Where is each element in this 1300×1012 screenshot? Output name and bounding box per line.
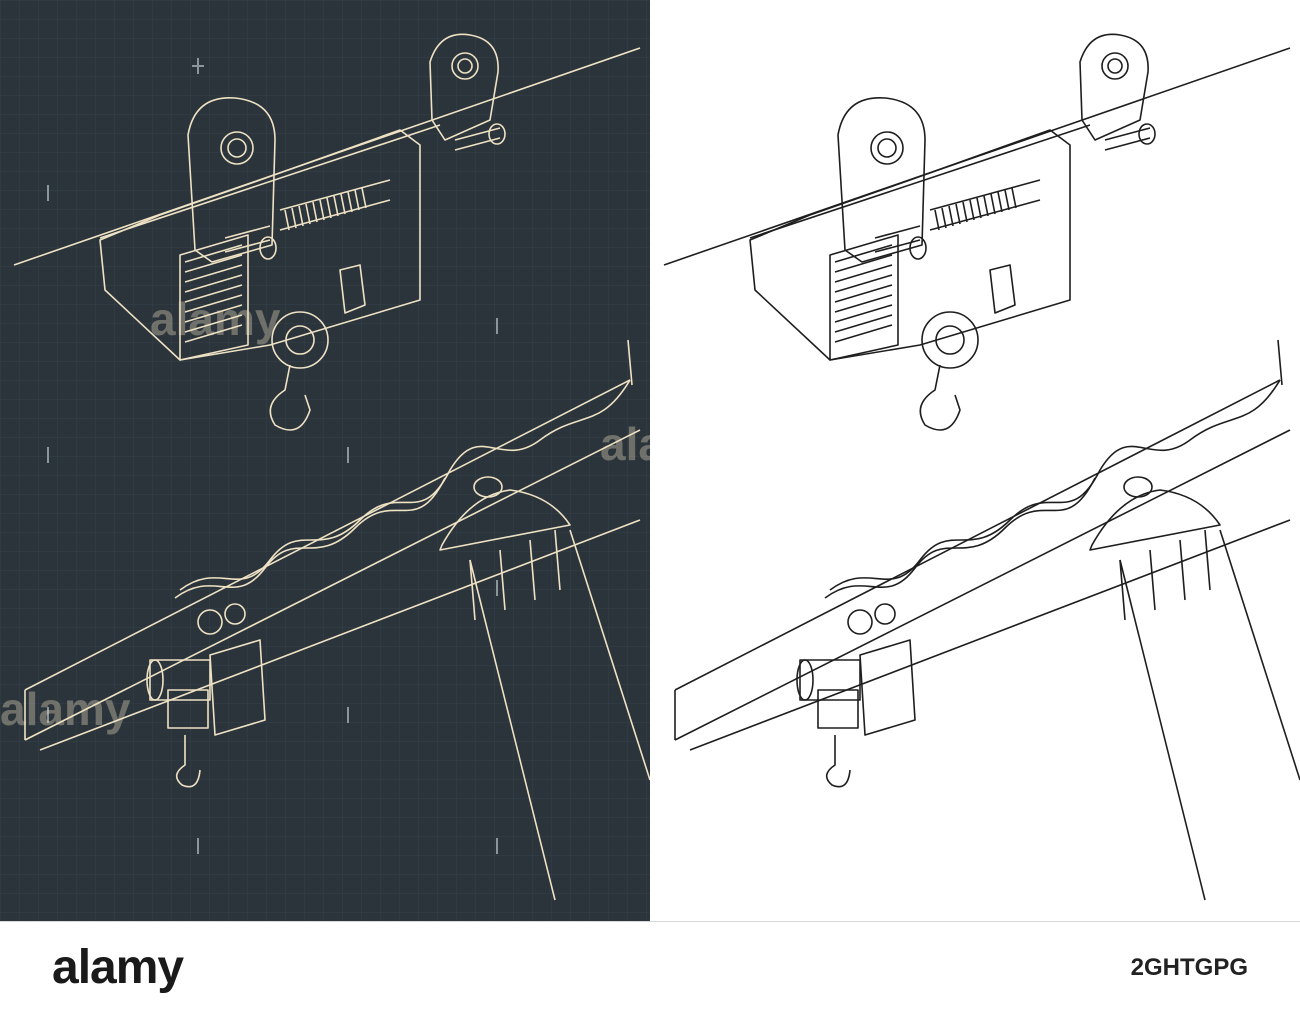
- paper-panel: [650, 0, 1300, 921]
- blueprint-panel: alamy alamy alamy: [0, 0, 650, 921]
- stock-footer: alamy 2GHTGPG: [0, 921, 1300, 1012]
- grid-marks: [47, 58, 498, 854]
- blueprint-drawing: alamy alamy alamy: [0, 0, 650, 921]
- paper-background: [650, 0, 1300, 921]
- lower-crane-beam: [24, 339, 650, 901]
- watermark-text: alamy: [150, 293, 281, 345]
- upper-trolley: [99, 33, 506, 431]
- blueprint-grid: [0, 0, 650, 921]
- alamy-logo: alamy: [52, 941, 184, 994]
- lower-crane-beam-paper: [674, 339, 1300, 901]
- watermark-text: alamy: [600, 418, 650, 470]
- paper-drawing: [650, 0, 1300, 921]
- upper-trolley-paper: [749, 33, 1156, 431]
- image-id: 2GHTGPG: [1130, 954, 1248, 981]
- watermark-text: alamy: [0, 683, 131, 735]
